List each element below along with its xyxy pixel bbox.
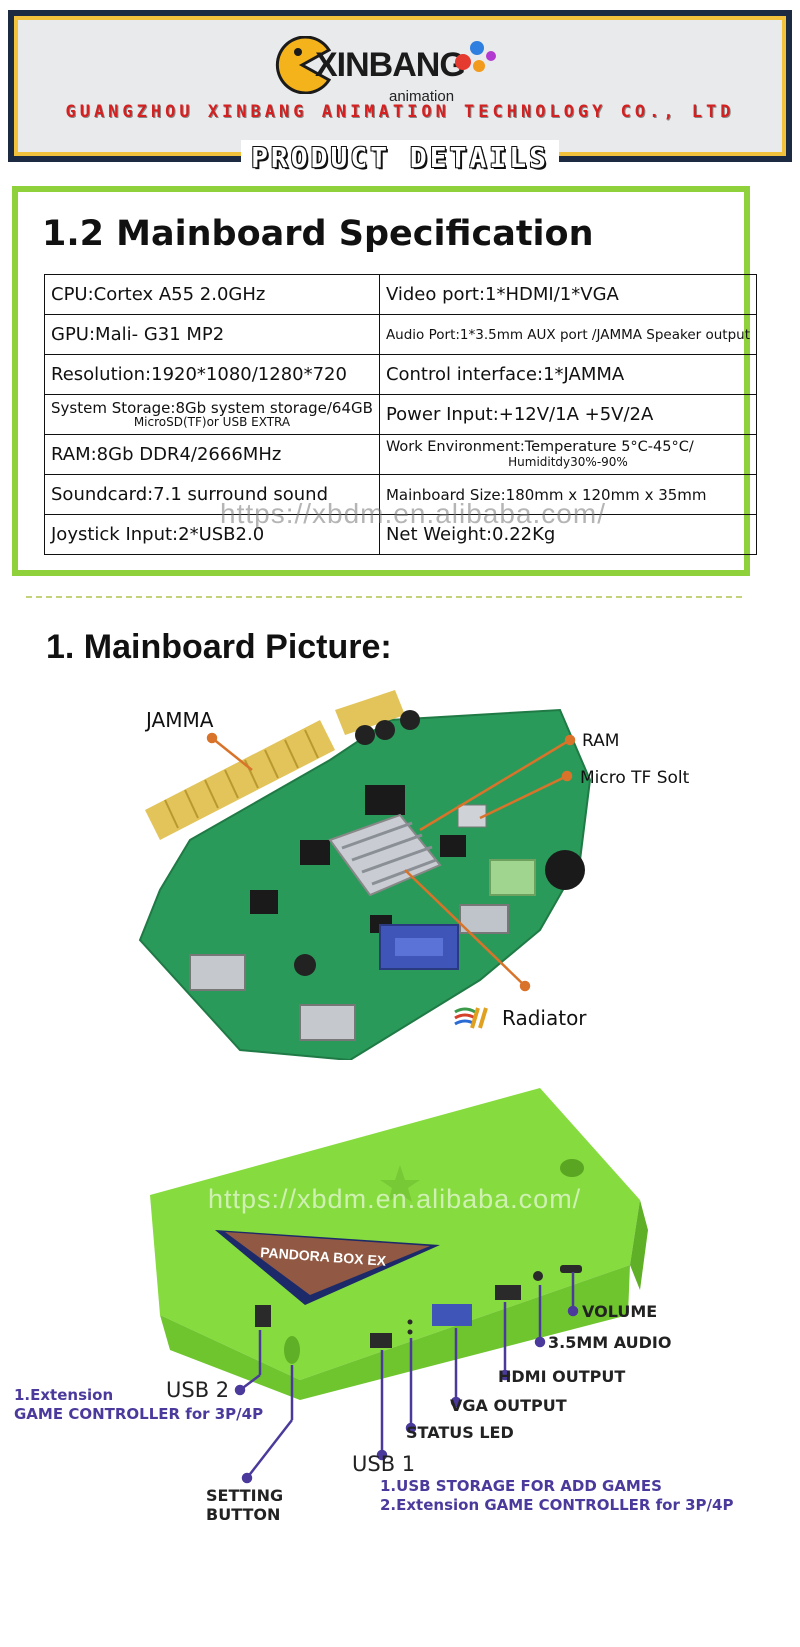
watermark: https://xbdm.en.alibaba.com/	[220, 498, 606, 529]
spec-cell-environment: Work Environment:Temperature 5°C-45°C/ H…	[378, 434, 758, 475]
table-row: Joystick Input:2*USB2.0 Net Weight:0.22K…	[44, 514, 758, 555]
label-micro-tf: Micro TF Solt	[580, 768, 690, 788]
spec-cell: Control interface:1*JAMMA	[378, 354, 758, 395]
product-details-banner: PRODUCT DETAILS	[18, 140, 782, 176]
device-image: PANDORA BOX EX	[150, 1088, 648, 1484]
color-dots-icon	[455, 41, 496, 72]
spec-cell-main: System Storage:8Gb system storage/64GB	[51, 398, 373, 417]
spec-cell: Mainboard Size:180mm x 120mm x 35mm	[378, 474, 758, 515]
spec-cell: Power Input:+12V/1A +5V/2A	[378, 394, 758, 435]
usb2-note-1: 1.Extension	[14, 1386, 114, 1404]
label-setting: SETTING	[206, 1486, 284, 1505]
spec-cell: Net Weight:0.22Kg	[378, 514, 758, 555]
pacman-logo-icon	[275, 36, 331, 94]
label-audio: 3.5MM AUDIO	[548, 1333, 672, 1352]
product-details-title: PRODUCT DETAILS	[241, 140, 559, 176]
label-volume: VOLUME	[582, 1302, 658, 1321]
spec-title: 1.2 Mainboard Specification	[42, 214, 594, 254]
label-button: BUTTON	[206, 1505, 281, 1524]
table-row: System Storage:8Gb system storage/64GB M…	[44, 394, 758, 435]
logo-wordmark: XINBANG	[315, 46, 466, 84]
company-logo: XINBANG animation	[273, 32, 503, 105]
usb1-note-2: 2.Extension GAME CONTROLLER for 3P/4P	[380, 1496, 734, 1514]
spec-cell-storage: System Storage:8Gb system storage/64GB M…	[44, 394, 380, 435]
spec-cell-sub: MicroSD(TF)or USB EXTRA	[133, 415, 291, 430]
table-row: Soundcard:7.1 surround sound Mainboard S…	[44, 474, 758, 515]
label-status-led: STATUS LED	[406, 1423, 514, 1442]
spec-table: CPU:Cortex A55 2.0GHz Video port:1*HDMI/…	[44, 274, 758, 555]
mainboard-picture-title: 1. Mainboard Picture:	[46, 628, 392, 666]
header-banner: XINBANG animation GUANGZHOU XINBANG ANIM…	[8, 10, 792, 176]
spec-cell: RAM:8Gb DDR4/2666MHz	[44, 434, 380, 475]
mainboard-image	[138, 690, 592, 1060]
label-jamma: JAMMA	[146, 708, 214, 732]
label-usb1: USB 1	[352, 1452, 416, 1476]
spec-cell: GPU:Mali- G31 MP2	[44, 314, 380, 355]
spec-cell: Resolution:1920*1080/1280*720	[44, 354, 380, 395]
label-ram: RAM	[582, 731, 620, 751]
label-usb2: USB 2	[166, 1378, 230, 1402]
header-panel: XINBANG animation GUANGZHOU XINBANG ANIM…	[14, 16, 786, 176]
spec-cell: CPU:Cortex A55 2.0GHz	[44, 274, 380, 315]
spec-cell-main: Work Environment:Temperature 5°C-45°C/	[385, 438, 694, 455]
spec-cell: Joystick Input:2*USB2.0	[44, 514, 380, 555]
spec-cell-sub: Humiditdy30%-90%	[508, 454, 628, 469]
spec-cell: Soundcard:7.1 surround sound	[44, 474, 380, 515]
spec-cell: Video port:1*HDMI/1*VGA	[378, 274, 758, 315]
label-radiator: Radiator	[502, 1006, 587, 1030]
table-row: CPU:Cortex A55 2.0GHz Video port:1*HDMI/…	[44, 274, 758, 315]
table-row: Resolution:1920*1080/1280*720 Control in…	[44, 354, 758, 395]
label-vga: VGA OUTPUT	[450, 1396, 567, 1415]
watermark: https://xbdm.en.alibaba.com/	[208, 1184, 582, 1214]
table-row: GPU:Mali- G31 MP2 Audio Port:1*3.5mm AUX…	[44, 314, 758, 355]
logo-subtitle: animation	[389, 88, 455, 105]
table-row: RAM:8Gb DDR4/2666MHz Work Environment:Te…	[44, 434, 758, 475]
usb2-note-2: GAME CONTROLLER for 3P/4P	[14, 1405, 264, 1423]
spec-section: 1.2 Mainboard Specification CPU:Cortex A…	[12, 186, 758, 576]
usb1-note-1: 1.USB STORAGE FOR ADD GAMES	[380, 1477, 662, 1495]
company-name: GUANGZHOU XINBANG ANIMATION TECHNOLOGY C…	[65, 102, 735, 122]
dashed-divider	[26, 596, 742, 598]
spec-cell: Audio Port:1*3.5mm AUX port /JAMMA Speak…	[378, 314, 758, 355]
label-hdmi: HDMI OUTPUT	[498, 1367, 626, 1386]
